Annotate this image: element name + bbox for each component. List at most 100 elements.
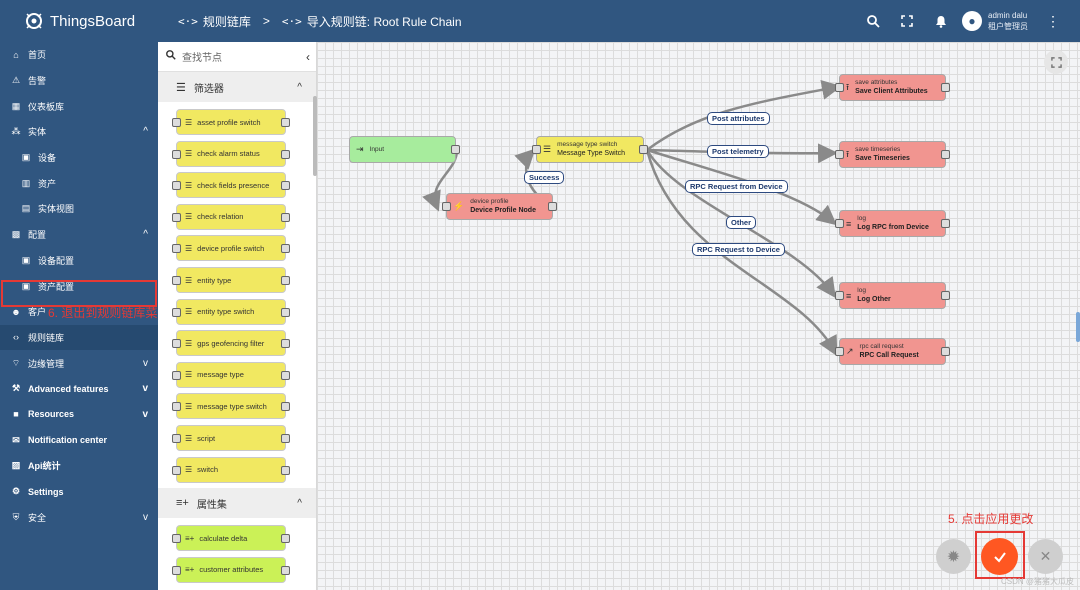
filter-icon: ☰: [185, 433, 193, 443]
sidebar-item-api-usage[interactable]: ▨Api统计: [0, 453, 158, 479]
edge-post-attributes: [646, 79, 842, 151]
sidebar-item-device-profiles[interactable]: ▣设备配置: [0, 248, 158, 274]
output-port[interactable]: [941, 219, 950, 228]
node-input[interactable]: ⇥ Input: [349, 136, 460, 163]
filter-icon: ☰: [185, 212, 193, 222]
sidebar-item-notifications[interactable]: ✉Notification center: [0, 427, 158, 453]
edge-label-post-attributes[interactable]: Post attributes: [707, 112, 770, 125]
sidebar-item-rule-chains[interactable]: ‹›规则链库: [0, 324, 158, 351]
library-filter-node[interactable]: ☰check alarm status: [172, 140, 290, 167]
breadcrumb-parent[interactable]: 规则链库: [202, 14, 251, 29]
section-attributes[interactable]: ≡+ 属性集 ^: [158, 488, 316, 518]
top-actions: ● admin dalu 租户管理员 ⋮: [848, 0, 1062, 42]
sidebar-item-settings[interactable]: ⚙Settings: [0, 479, 158, 505]
library-filter-node[interactable]: ☰message type switch: [172, 393, 290, 420]
edge-label-rpc-to-device[interactable]: RPC Request to Device: [692, 243, 785, 256]
input-port[interactable]: [835, 291, 844, 300]
output-port[interactable]: [548, 202, 557, 211]
library-filter-node[interactable]: ☰asset profile switch: [172, 109, 290, 135]
menu-icon: ≡: [846, 218, 852, 229]
breadcrumb-current: 导入规则链: Root Rule Chain: [306, 14, 462, 29]
edge-label-post-telemetry[interactable]: Post telemetry: [707, 145, 769, 158]
library-attribute-node[interactable]: ≡+customer attributes: [172, 556, 290, 583]
library-attribute-node[interactable]: ≡+calculate delta: [172, 525, 290, 551]
filter-icon: ☰: [185, 180, 193, 190]
bell-icon[interactable]: [932, 12, 950, 30]
library-filter-node[interactable]: ☰check fields presence: [172, 172, 290, 199]
sidebar-item-home[interactable]: ⌂首页: [0, 42, 158, 68]
collapse-panel-icon[interactable]: ‹: [306, 49, 310, 64]
fullscreen-icon[interactable]: [1044, 50, 1068, 74]
brand[interactable]: ThingsBoard: [0, 11, 158, 31]
library-filter-node[interactable]: ☰entity type switch: [172, 298, 290, 325]
sidebar-item-label: Resources: [28, 409, 75, 420]
user-menu[interactable]: ● admin dalu 租户管理员: [962, 10, 1028, 32]
edge-label-other[interactable]: Other: [726, 216, 757, 229]
library-node-label: check relation: [197, 212, 244, 222]
more-vert-icon[interactable]: ⋮: [1046, 12, 1060, 29]
sidebar-item-entity-views[interactable]: ▤实体视图: [0, 196, 158, 222]
search-input[interactable]: 查找节点: [182, 53, 222, 64]
node-search[interactable]: 查找节点 ‹: [158, 42, 316, 72]
library-filter-node[interactable]: ☰message type: [172, 361, 290, 388]
output-port[interactable]: [941, 150, 950, 159]
search-icon[interactable]: [864, 12, 882, 30]
upload-icon: ⭱: [846, 148, 850, 159]
edge-label-success[interactable]: Success: [524, 171, 565, 184]
section-filter[interactable]: ☰ 筛选器 ^: [158, 72, 316, 102]
sidebar-item-devices[interactable]: ▣设备: [0, 145, 158, 171]
shield-icon: ⛨: [12, 511, 20, 522]
input-port[interactable]: [835, 83, 844, 92]
sidebar-item-assets[interactable]: ▥资产: [0, 170, 158, 196]
input-port[interactable]: [835, 150, 844, 159]
input-port: [172, 307, 181, 317]
discard-changes-button[interactable]: ✕: [1028, 539, 1063, 574]
canvas-scrollbar[interactable]: [1076, 312, 1080, 342]
sidebar-item-alarms[interactable]: ⚠告警: [0, 68, 158, 94]
sidebar-item-dashboards[interactable]: ▦仪表板库: [0, 93, 158, 119]
library-filter-node[interactable]: ☰switch: [172, 456, 290, 483]
sidebar-item-entities[interactable]: ⁂实体^: [0, 119, 158, 145]
apply-changes-button[interactable]: [981, 538, 1018, 575]
output-port: [281, 276, 290, 285]
input-port[interactable]: [442, 202, 451, 211]
output-port[interactable]: [451, 145, 460, 154]
library-filter-node[interactable]: ☰gps geofencing filter: [172, 330, 290, 357]
debug-icon[interactable]: ✹: [936, 539, 971, 574]
library-scrollbar[interactable]: [313, 96, 317, 176]
sidebar-item-asset-profiles[interactable]: ▣资产配置: [0, 273, 158, 299]
sidebar-item-profiles[interactable]: ▩配置^: [0, 222, 158, 248]
device-profile-icon: ▣: [21, 254, 31, 265]
library-filter-node[interactable]: ☰ check relation: [172, 203, 290, 230]
input-port[interactable]: [835, 219, 844, 228]
output-port[interactable]: [941, 291, 950, 300]
library-filter-node[interactable]: ☰entity type: [172, 267, 290, 293]
edge-label-rpc-from-device[interactable]: RPC Request from Device: [685, 180, 788, 193]
output-port[interactable]: [941, 83, 950, 92]
output-port[interactable]: [639, 145, 648, 154]
user-role: 租户管理员: [988, 22, 1028, 31]
node-type: message type switch: [557, 141, 618, 148]
sidebar-item-label: 实体视图: [38, 204, 75, 215]
node-type: device profile: [470, 198, 509, 205]
input-port[interactable]: [532, 145, 541, 154]
fullscreen-icon[interactable]: [898, 12, 916, 30]
sidebar-item-customers[interactable]: ☻客户: [0, 299, 158, 325]
library-filter-node[interactable]: ☰device profile switch: [172, 235, 290, 262]
input-port: [172, 339, 181, 349]
output-port[interactable]: [941, 347, 950, 356]
input-port[interactable]: [835, 347, 844, 356]
library-filter-node[interactable]: ☰script: [172, 425, 290, 451]
